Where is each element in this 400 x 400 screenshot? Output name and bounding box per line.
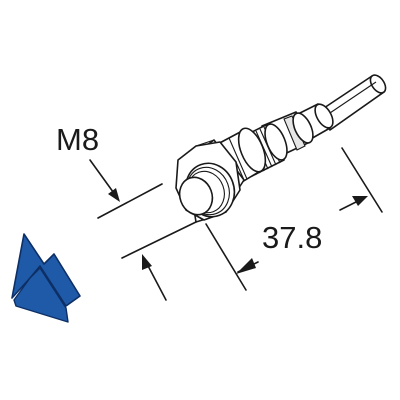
cable: [317, 74, 387, 131]
thread-leader: [89, 159, 197, 301]
length-label: 37.8: [262, 220, 322, 255]
arrow-down-left-icon: [11, 233, 81, 323]
length-dimension: [205, 147, 383, 291]
thread-size-label: M8: [56, 122, 99, 157]
sensor-nose: [178, 162, 236, 218]
